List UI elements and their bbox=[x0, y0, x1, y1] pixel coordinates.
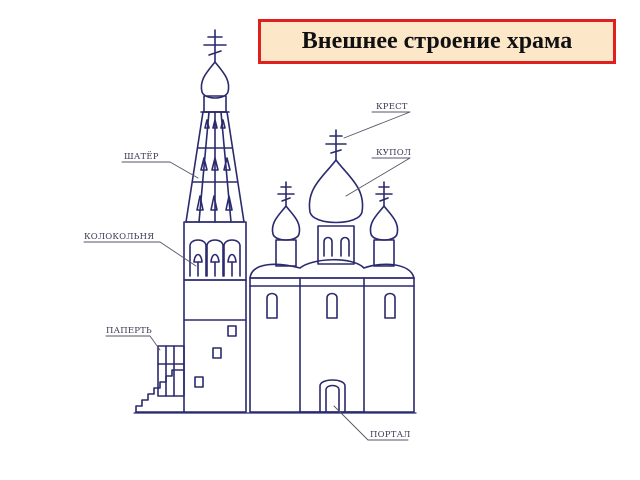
label-shater: ШАТЁР bbox=[124, 150, 159, 162]
label-portal: ПОРТАЛ bbox=[370, 430, 411, 440]
belfry-arch-left bbox=[189, 239, 207, 277]
title-box: Внешнее строение храма bbox=[258, 19, 616, 64]
tower-dome bbox=[200, 61, 230, 99]
central-dome bbox=[308, 159, 364, 224]
label-papert: ПАПЕРТЬ bbox=[106, 326, 152, 336]
left-drum bbox=[275, 239, 297, 267]
tower-window bbox=[212, 347, 222, 359]
left-cross bbox=[277, 181, 295, 207]
bell-tower bbox=[183, 29, 247, 413]
bell-icon bbox=[227, 253, 237, 263]
belfry-arch-right bbox=[223, 239, 241, 277]
left-dome bbox=[271, 205, 301, 241]
tower-window bbox=[227, 325, 237, 337]
leader-lines bbox=[83, 111, 411, 441]
tower-window bbox=[194, 376, 204, 388]
church-window bbox=[326, 292, 338, 319]
main-church bbox=[249, 129, 415, 413]
label-kolokolnya: КОЛОКОЛЬНЯ bbox=[84, 232, 154, 242]
porch bbox=[135, 345, 185, 413]
right-cross bbox=[375, 181, 393, 207]
church-window bbox=[266, 292, 278, 319]
right-dome bbox=[369, 205, 399, 241]
central-cross bbox=[325, 129, 347, 161]
label-kupol: КУПОЛ bbox=[376, 148, 411, 158]
label-krest: КРЕСТ bbox=[376, 102, 408, 112]
portal-door bbox=[319, 379, 346, 413]
roof-arches bbox=[249, 258, 415, 279]
bell-icon bbox=[193, 253, 203, 263]
church-walls bbox=[249, 277, 415, 413]
central-drum bbox=[317, 225, 355, 265]
tower-base bbox=[183, 279, 247, 413]
bell-icon bbox=[210, 253, 220, 263]
right-drum bbox=[373, 239, 395, 267]
tower-cross bbox=[203, 29, 227, 63]
stairs bbox=[135, 369, 185, 413]
belfry-arch-middle bbox=[206, 239, 224, 277]
church-window bbox=[384, 292, 396, 319]
diagram-title: Внешнее строение храма bbox=[301, 28, 573, 54]
